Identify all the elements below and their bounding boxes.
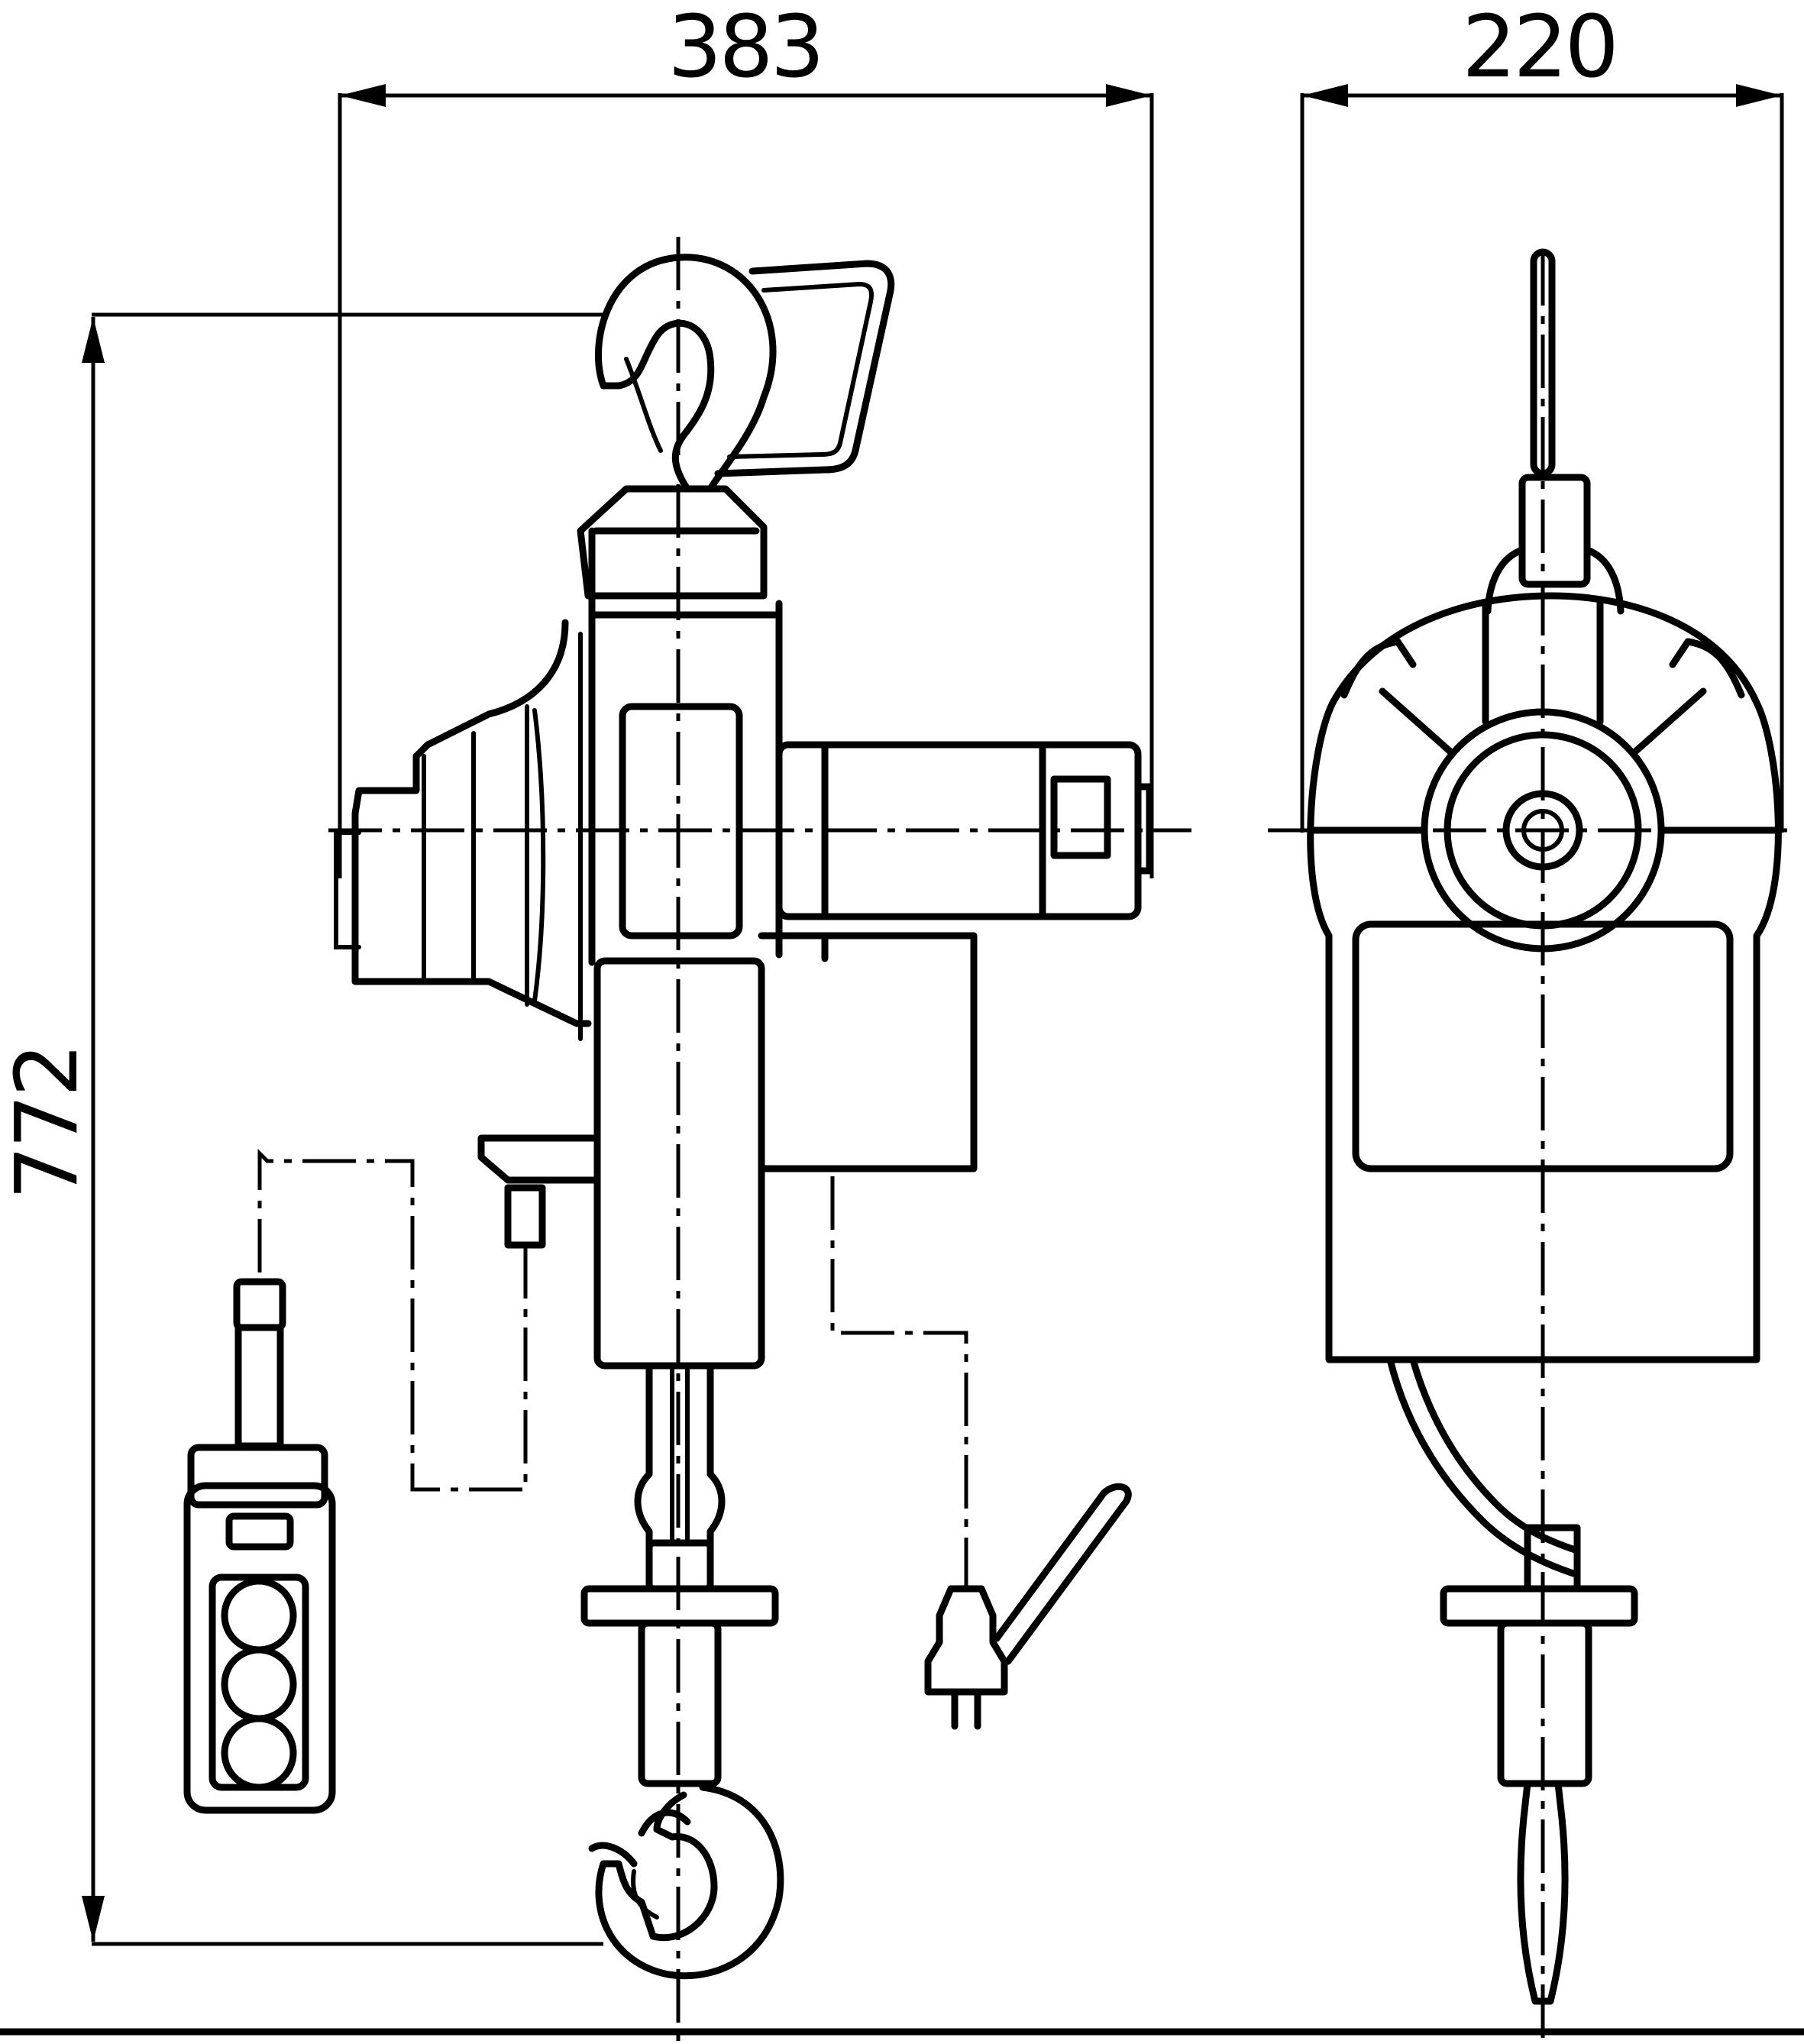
front-top-hook <box>1530 248 1556 477</box>
motor <box>775 741 1142 920</box>
front-bottom-hook <box>1517 1780 1569 2005</box>
side-view <box>183 237 1191 2044</box>
top-hook <box>595 254 777 493</box>
width-dimension-label: 383 <box>668 0 822 97</box>
power-plug <box>924 1483 1132 1730</box>
height-dimension: 772 <box>0 312 603 1946</box>
pendant-button-stop <box>221 1715 297 1791</box>
depth-dimension: 220 <box>1300 0 1784 833</box>
front-view <box>1268 248 1787 2044</box>
top-handle <box>714 260 895 477</box>
front-housing <box>1307 592 1782 940</box>
front-drum-hub <box>1502 790 1583 871</box>
height-dimension-label: 772 <box>0 1046 97 1200</box>
front-hook-crossbar <box>1440 1585 1638 1627</box>
pendant-indicator <box>225 1512 294 1551</box>
pendant-button-down <box>221 1646 297 1722</box>
width-dimension: 383 <box>338 0 1154 878</box>
side-panel-upper <box>619 703 743 940</box>
bottom-hook <box>595 1784 784 1980</box>
depth-dimension-label: 220 <box>1462 0 1616 97</box>
pendant-control <box>183 1278 336 1814</box>
front-lower-housing <box>1352 920 1734 1172</box>
gearbox <box>351 619 592 1027</box>
pendant-button-up <box>221 1577 297 1654</box>
